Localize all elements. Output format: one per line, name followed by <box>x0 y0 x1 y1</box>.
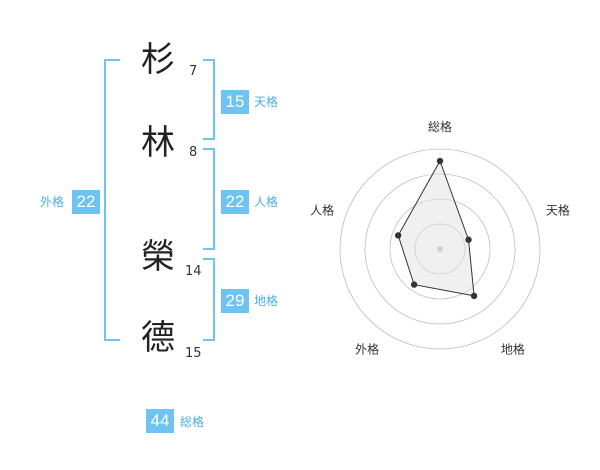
gaikaku-label: 外格 <box>40 195 65 209</box>
radar-point <box>465 236 472 243</box>
name-char-4: 德 <box>141 318 175 358</box>
radar-point <box>436 157 444 165</box>
soukaku-label: 総格 <box>180 415 205 429</box>
stroke-count-1: 7 <box>189 64 198 79</box>
jinkaku-label: 人格 <box>254 195 279 209</box>
radar-axis-label: 外格 <box>355 341 379 356</box>
name-char-3: 榮 <box>141 237 175 277</box>
radar-axis-label: 天格 <box>546 203 570 218</box>
jinkaku-value: 22 <box>221 190 249 214</box>
stroke-count-4: 15 <box>185 346 202 361</box>
gaikaku-value: 22 <box>72 190 100 214</box>
radar-axis-label: 総格 <box>428 119 452 134</box>
tenkaku-label: 天格 <box>254 95 279 109</box>
chikaku-label: 地格 <box>254 294 279 308</box>
chikaku-value: 29 <box>221 289 249 313</box>
radar-axis-label: 地格 <box>501 341 525 356</box>
stroke-count-2: 8 <box>189 145 198 160</box>
name-char-2: 林 <box>141 123 175 163</box>
radar-point <box>410 281 418 288</box>
radar-point <box>394 232 402 239</box>
radar-ring <box>339 148 541 350</box>
radar-axis-label: 人格 <box>310 203 334 218</box>
radar-point <box>470 292 478 300</box>
radar-area <box>397 159 475 297</box>
stroke-count-3: 14 <box>185 264 202 279</box>
soukaku-value: 44 <box>146 409 174 433</box>
tenkaku-value: 15 <box>221 90 249 114</box>
name-char-1: 杉 <box>141 40 175 80</box>
